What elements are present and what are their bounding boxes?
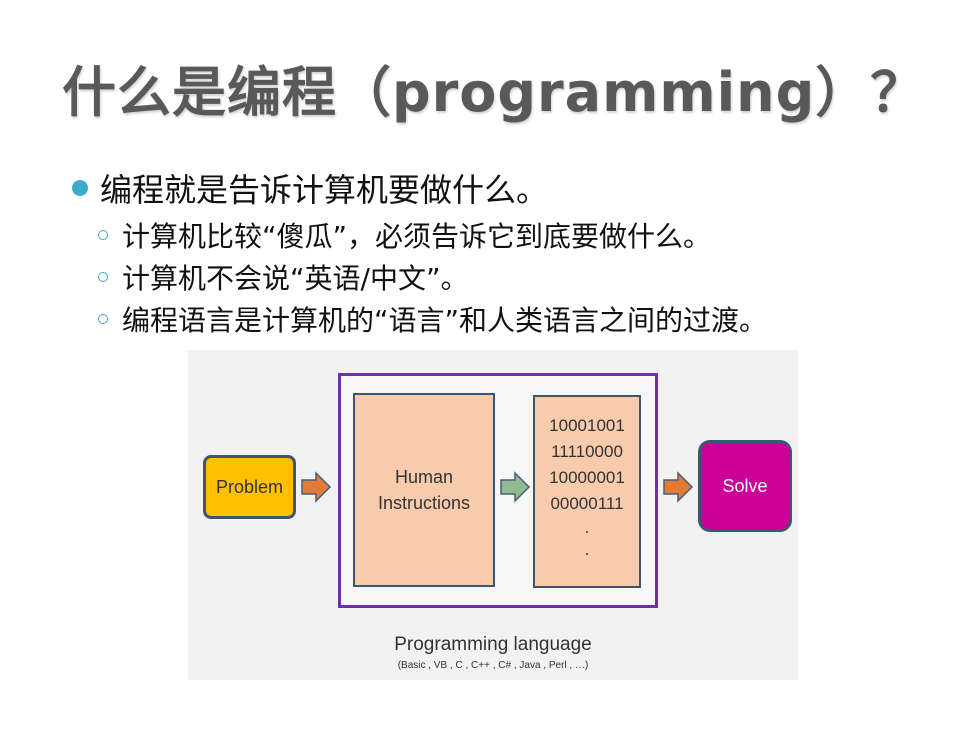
problem-box: Problem bbox=[203, 455, 296, 519]
binary-line: 10000001 bbox=[549, 468, 625, 487]
solve-box: Solve bbox=[698, 440, 792, 532]
arrow-right-icon bbox=[500, 471, 531, 503]
sub-bullet-text: 编程语言是计算机的“语言”和人类语言之间的过渡。 bbox=[122, 304, 768, 337]
human-label: Human bbox=[394, 467, 453, 487]
binary-ellipsis: . bbox=[584, 518, 590, 537]
sub-bullet: 编程语言是计算机的“语言”和人类语言之间的过渡。 bbox=[98, 299, 767, 339]
human-instructions-box: Human Instructions bbox=[353, 393, 495, 587]
binary-line: 00000111 bbox=[550, 494, 624, 513]
sub-bullet-text: 计算机比较“傻瓜”，必须告诉它到底要做什么。 bbox=[122, 220, 712, 253]
slide-title: 什么是编程（programming）？ bbox=[62, 61, 926, 124]
programming-diagram: Problem Human Instructions 10001001 1111… bbox=[188, 350, 798, 680]
diagram-caption: Programming language bbox=[394, 634, 592, 655]
main-bullet-text: 编程就是告诉计算机要做什么。 bbox=[100, 171, 549, 209]
sub-bullet: 计算机比较“傻瓜”，必须告诉它到底要做什么。 bbox=[98, 215, 711, 255]
binary-ellipsis: . bbox=[584, 540, 590, 559]
sub-bullet: 计算机不会说“英语/中文”。 bbox=[98, 257, 468, 297]
sub-bullet-ring-icon bbox=[98, 230, 108, 240]
sub-bullet-ring-icon bbox=[98, 314, 108, 324]
sub-bullet-text: 计算机不会说“英语/中文”。 bbox=[122, 262, 469, 295]
bullet-dot-icon bbox=[72, 180, 88, 196]
instructions-label: Instructions bbox=[377, 493, 471, 513]
sub-bullet-ring-icon bbox=[98, 272, 108, 282]
binary-line: 10001001 bbox=[549, 416, 625, 435]
arrow-right-icon bbox=[301, 471, 332, 503]
main-bullet: 编程就是告诉计算机要做什么。 bbox=[72, 165, 548, 211]
arrow-right-icon bbox=[663, 471, 694, 503]
binary-line: 11110000 bbox=[551, 442, 623, 461]
diagram-sub-caption: (Basic , VB , C , C++ , C# , Java , Perl… bbox=[397, 660, 589, 671]
machine-code-box: 10001001 11110000 10000001 00000111 . . bbox=[533, 395, 641, 588]
